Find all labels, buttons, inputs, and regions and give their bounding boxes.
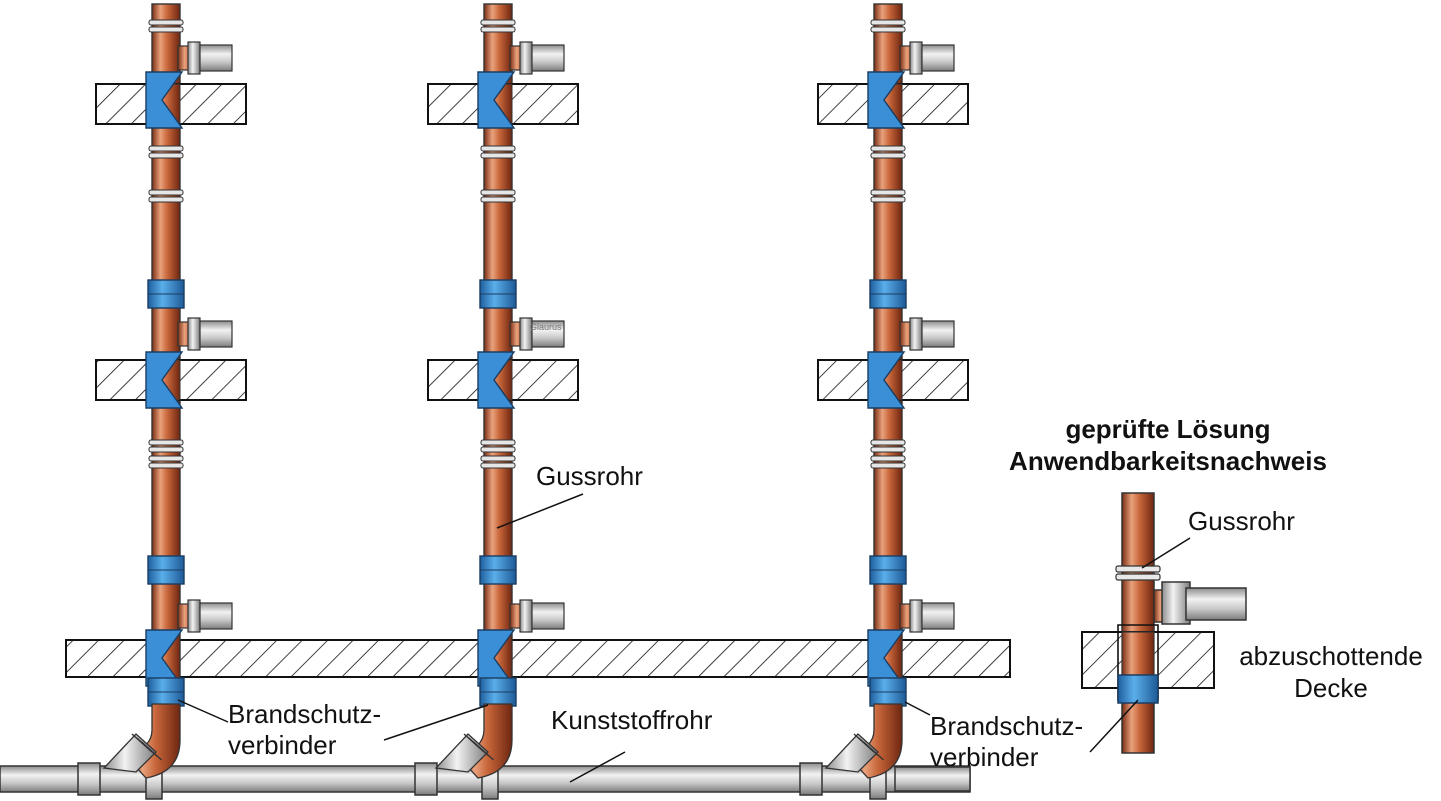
title-line-2: Anwendbarkeitsnachweis [1009,446,1327,476]
fire-sleeve [145,351,184,409]
branch-outlet [531,320,565,348]
pipe-clamp-ring [480,26,516,33]
riser-group [95,3,969,779]
pipe-clamp-ring [870,455,906,462]
fire-sleeve [477,351,516,409]
riser-1 [95,3,247,779]
label-kunststoffrohr: Kunststoffrohr [551,705,713,735]
pipe-clamp-ring [480,145,516,152]
label-brandschutz-left-1: Brandschutz- [228,699,381,729]
wye-ring [863,741,885,761]
pipe-clamp-ring [870,189,906,196]
fire-sleeve [867,629,906,687]
pipe-clamp-ring [870,196,906,203]
branch-ring [187,317,201,351]
riser-3 [817,3,969,779]
branch-outlet [199,602,233,630]
riser-2 [427,3,579,779]
branch-outlet [199,320,233,348]
pipe-clamp-ring [870,145,906,152]
label-brandschutz-left-2: verbinder [228,730,337,760]
branch-ring [909,599,923,633]
pipe-clamp-ring [480,462,516,469]
branch-outlet [199,44,233,72]
wye-ring [141,741,163,761]
branch-ring [519,41,533,75]
pipe-clamp-ring [148,196,184,203]
pipe-clamp-ring [870,26,906,33]
branch-ring [187,599,201,633]
fire-sleeve [867,351,906,409]
leader-lines [177,493,931,783]
detail-collar-rings [1115,565,1161,581]
branch-ring [909,317,923,351]
pipe-clamp-ring [148,455,184,462]
pipe-clamp-ring [148,462,184,469]
pipe-clamp-ring [148,189,184,196]
pipe-clamp-ring [870,152,906,159]
pipe-clamp-ring [480,19,516,26]
branch-outlet [921,602,955,630]
branch-ring [519,599,533,633]
title-line-1: geprüfte Lösung [1065,414,1270,444]
main-floor-slab [65,639,1011,678]
pipe-clamp-ring [480,189,516,196]
pipe-clamp-ring [148,446,184,453]
pipe-clamp-ring [480,196,516,203]
fire-sleeve [867,71,906,129]
pipe-clamp-ring [870,19,906,26]
detail-brandschutzverbinder [1117,674,1159,704]
pipe-clamp-ring [480,439,516,446]
pipe-clamp-ring [148,145,184,152]
detail-gussrohr [1121,492,1155,754]
pipe-clamp-ring [148,439,184,446]
branch-outlet [531,44,565,72]
pipe-clamp-ring [480,152,516,159]
label-gussrohr: Gussrohr [536,461,643,491]
pipe-clamp-ring [148,26,184,33]
detail-branch [1153,581,1247,625]
fire-sleeve [145,71,184,129]
fire-sleeve [477,71,516,129]
pipe-clamp-ring [870,462,906,469]
label-decke-1: abzuschottende [1239,641,1423,671]
detail-drawing [1081,492,1247,754]
fire-sleeve [477,629,516,687]
branch-outlet [531,602,565,630]
label-gussrohr-detail: Gussrohr [1188,506,1295,536]
pipe-clamp-ring [870,446,906,453]
pipe-clamp-ring [148,152,184,159]
label-brandschutz-right-1: Brandschutz- [930,711,1083,741]
pipe-clamp-ring [148,19,184,26]
pipe-clamp-ring [870,439,906,446]
branch-ring [187,41,201,75]
watermark-glaurus: Glaurus [530,322,562,332]
branch-outlet [921,320,955,348]
pipe-clamp-ring [480,446,516,453]
label-brandschutz-right-2: verbinder [930,742,1039,772]
fire-sleeve [145,629,184,687]
pipe-clamp-ring [480,455,516,462]
branch-outlet [921,44,955,72]
branch-ring [909,41,923,75]
wye-ring [473,741,495,761]
label-decke-2: Decke [1294,673,1368,703]
